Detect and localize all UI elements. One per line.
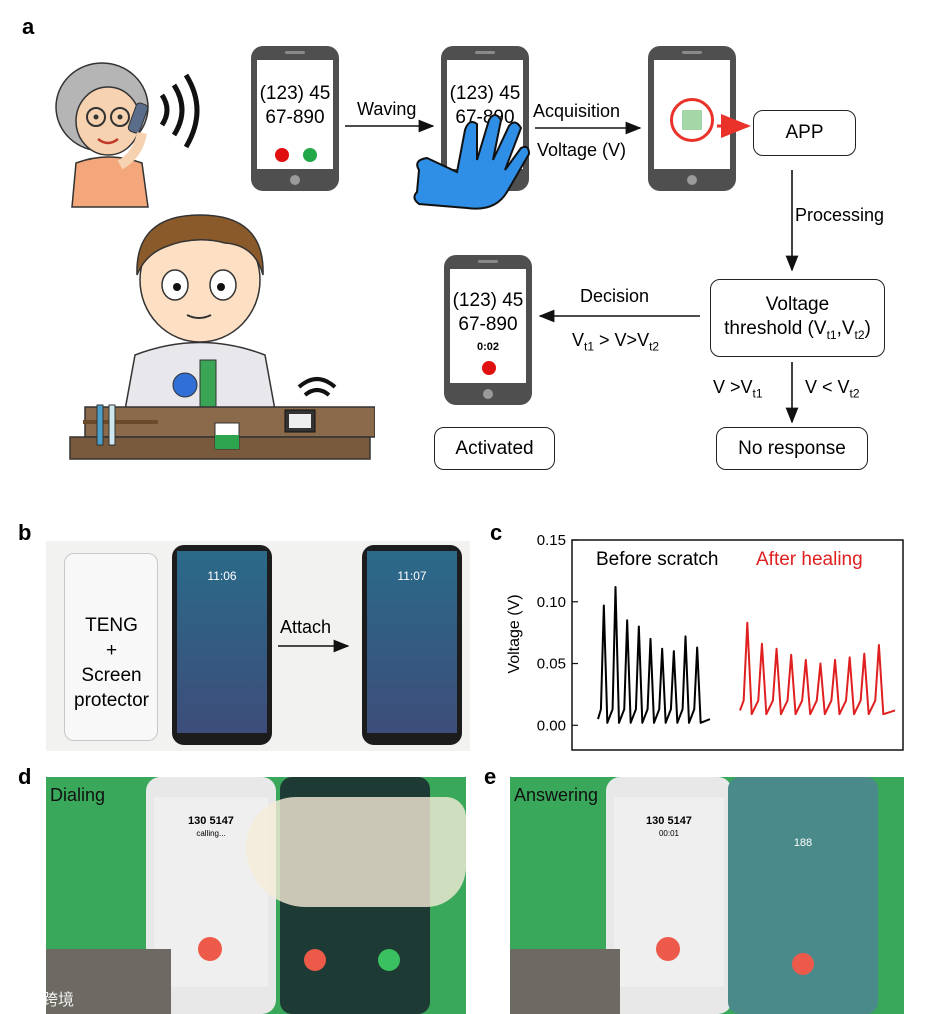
attach-label: Attach — [280, 617, 331, 638]
smartphone-after: 11:07 — [362, 545, 462, 745]
panel-label-d: d — [18, 764, 31, 790]
panel-label-c: c — [490, 520, 502, 546]
app-box: APP — [753, 110, 856, 156]
caller-number: 130 5147 — [614, 815, 724, 827]
smartphone-before: 11:06 — [172, 545, 272, 745]
waving-hand — [246, 797, 466, 907]
decline-icon — [304, 949, 326, 971]
photo-dialing: 130 5147 calling... Dialing — [46, 777, 466, 1014]
accept-icon — [378, 949, 400, 971]
no-response-box: No response — [716, 427, 868, 470]
watermark: 大數跨境 — [10, 986, 74, 1010]
panel-label-b: b — [18, 520, 31, 546]
protector-label: TENG + Screen protector — [64, 613, 159, 713]
label-condition-below: V < Vt2 — [805, 377, 860, 401]
label-condition-above: V >Vt1 — [713, 377, 763, 401]
dialing-label: Dialing — [50, 785, 105, 806]
label-acquisition: Acquisition — [533, 101, 620, 122]
panel-label-e: e — [484, 764, 496, 790]
label-waving: Waving — [357, 99, 416, 120]
clock-time: 11:07 — [367, 569, 457, 583]
hang-up-icon — [792, 953, 814, 975]
y-axis-label: Voltage (V) — [506, 574, 524, 694]
legend-after-healing: After healing — [756, 549, 863, 571]
label-decision-condition: Vt1 > V>Vt2 — [572, 330, 659, 354]
inset-photo-answering — [510, 949, 620, 1014]
label-processing: Processing — [795, 205, 884, 226]
incoming-number: 188 — [728, 837, 878, 849]
activated-box: Activated — [434, 427, 555, 470]
photo-screen-protector: TENG + Screen protector 11:06 Attach 11:… — [46, 541, 470, 751]
y-tick-label: 0.00 — [537, 717, 566, 734]
clock-time: 11:06 — [177, 569, 267, 583]
label-decision: Decision — [580, 286, 649, 307]
voltage-threshold-box: Voltage threshold (Vt1,Vt2) — [710, 279, 885, 357]
y-tick-label: 0.15 — [537, 532, 566, 549]
flow-arrows — [0, 0, 927, 480]
answering-label: Answering — [514, 785, 598, 806]
y-tick-label: 0.10 — [537, 594, 566, 611]
photo-answering: 130 5147 00:01 188 Answering — [510, 777, 904, 1014]
label-voltage-v: Voltage (V) — [537, 140, 626, 161]
legend-before-scratch: Before scratch — [596, 549, 719, 571]
end-call-icon — [656, 937, 680, 961]
android-answered: 188 — [728, 777, 878, 1014]
y-tick-label: 0.05 — [537, 656, 566, 673]
iphone-call-connected: 130 5147 00:01 — [606, 777, 732, 1014]
call-timer: 00:01 — [614, 829, 724, 838]
end-call-icon — [198, 937, 222, 961]
